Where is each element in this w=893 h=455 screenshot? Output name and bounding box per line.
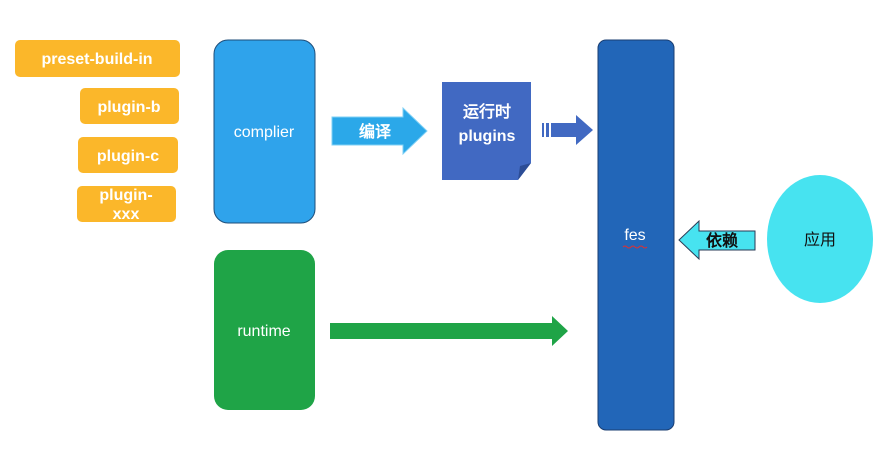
- fes-label: fes: [624, 227, 645, 244]
- runtime-label: runtime: [237, 323, 290, 340]
- plugin-c: plugin-c: [78, 137, 178, 173]
- fes-node: fes: [597, 39, 675, 431]
- plugin-xxx-label-line1: plugin-: [99, 187, 152, 204]
- compile-arrow: 编译: [331, 106, 428, 156]
- plugins-to-fes-arrow: [542, 115, 593, 145]
- plugin-xxx: plugin- xxx: [77, 186, 176, 223]
- runtime-plugins-node: 运行时 plugins: [442, 82, 531, 180]
- plugin-preset-build-in: preset-build-in: [15, 40, 180, 77]
- complier-label: complier: [234, 124, 295, 141]
- plugin-b: plugin-b: [80, 88, 179, 124]
- complier-node: complier: [213, 39, 316, 224]
- compile-arrow-label: 编译: [359, 122, 392, 141]
- depend-arrow-label: 依赖: [706, 231, 738, 250]
- app-label: 应用: [804, 230, 836, 249]
- runtime-plugins-label-line2: plugins: [459, 128, 516, 145]
- plugin-c-label: plugin-c: [97, 148, 159, 165]
- fes-spellcheck-underline: [622, 245, 648, 249]
- depend-arrow: 依赖: [678, 219, 756, 261]
- runtime-node: runtime: [214, 250, 315, 410]
- runtime-plugins-label-line1: 运行时: [463, 102, 511, 121]
- plugin-xxx-label-line2: xxx: [113, 206, 140, 223]
- plugin-preset-label: preset-build-in: [41, 51, 152, 68]
- plugin-b-label: plugin-b: [97, 99, 160, 116]
- app-node: 应用: [767, 175, 873, 303]
- runtime-to-fes-arrow: [330, 316, 568, 346]
